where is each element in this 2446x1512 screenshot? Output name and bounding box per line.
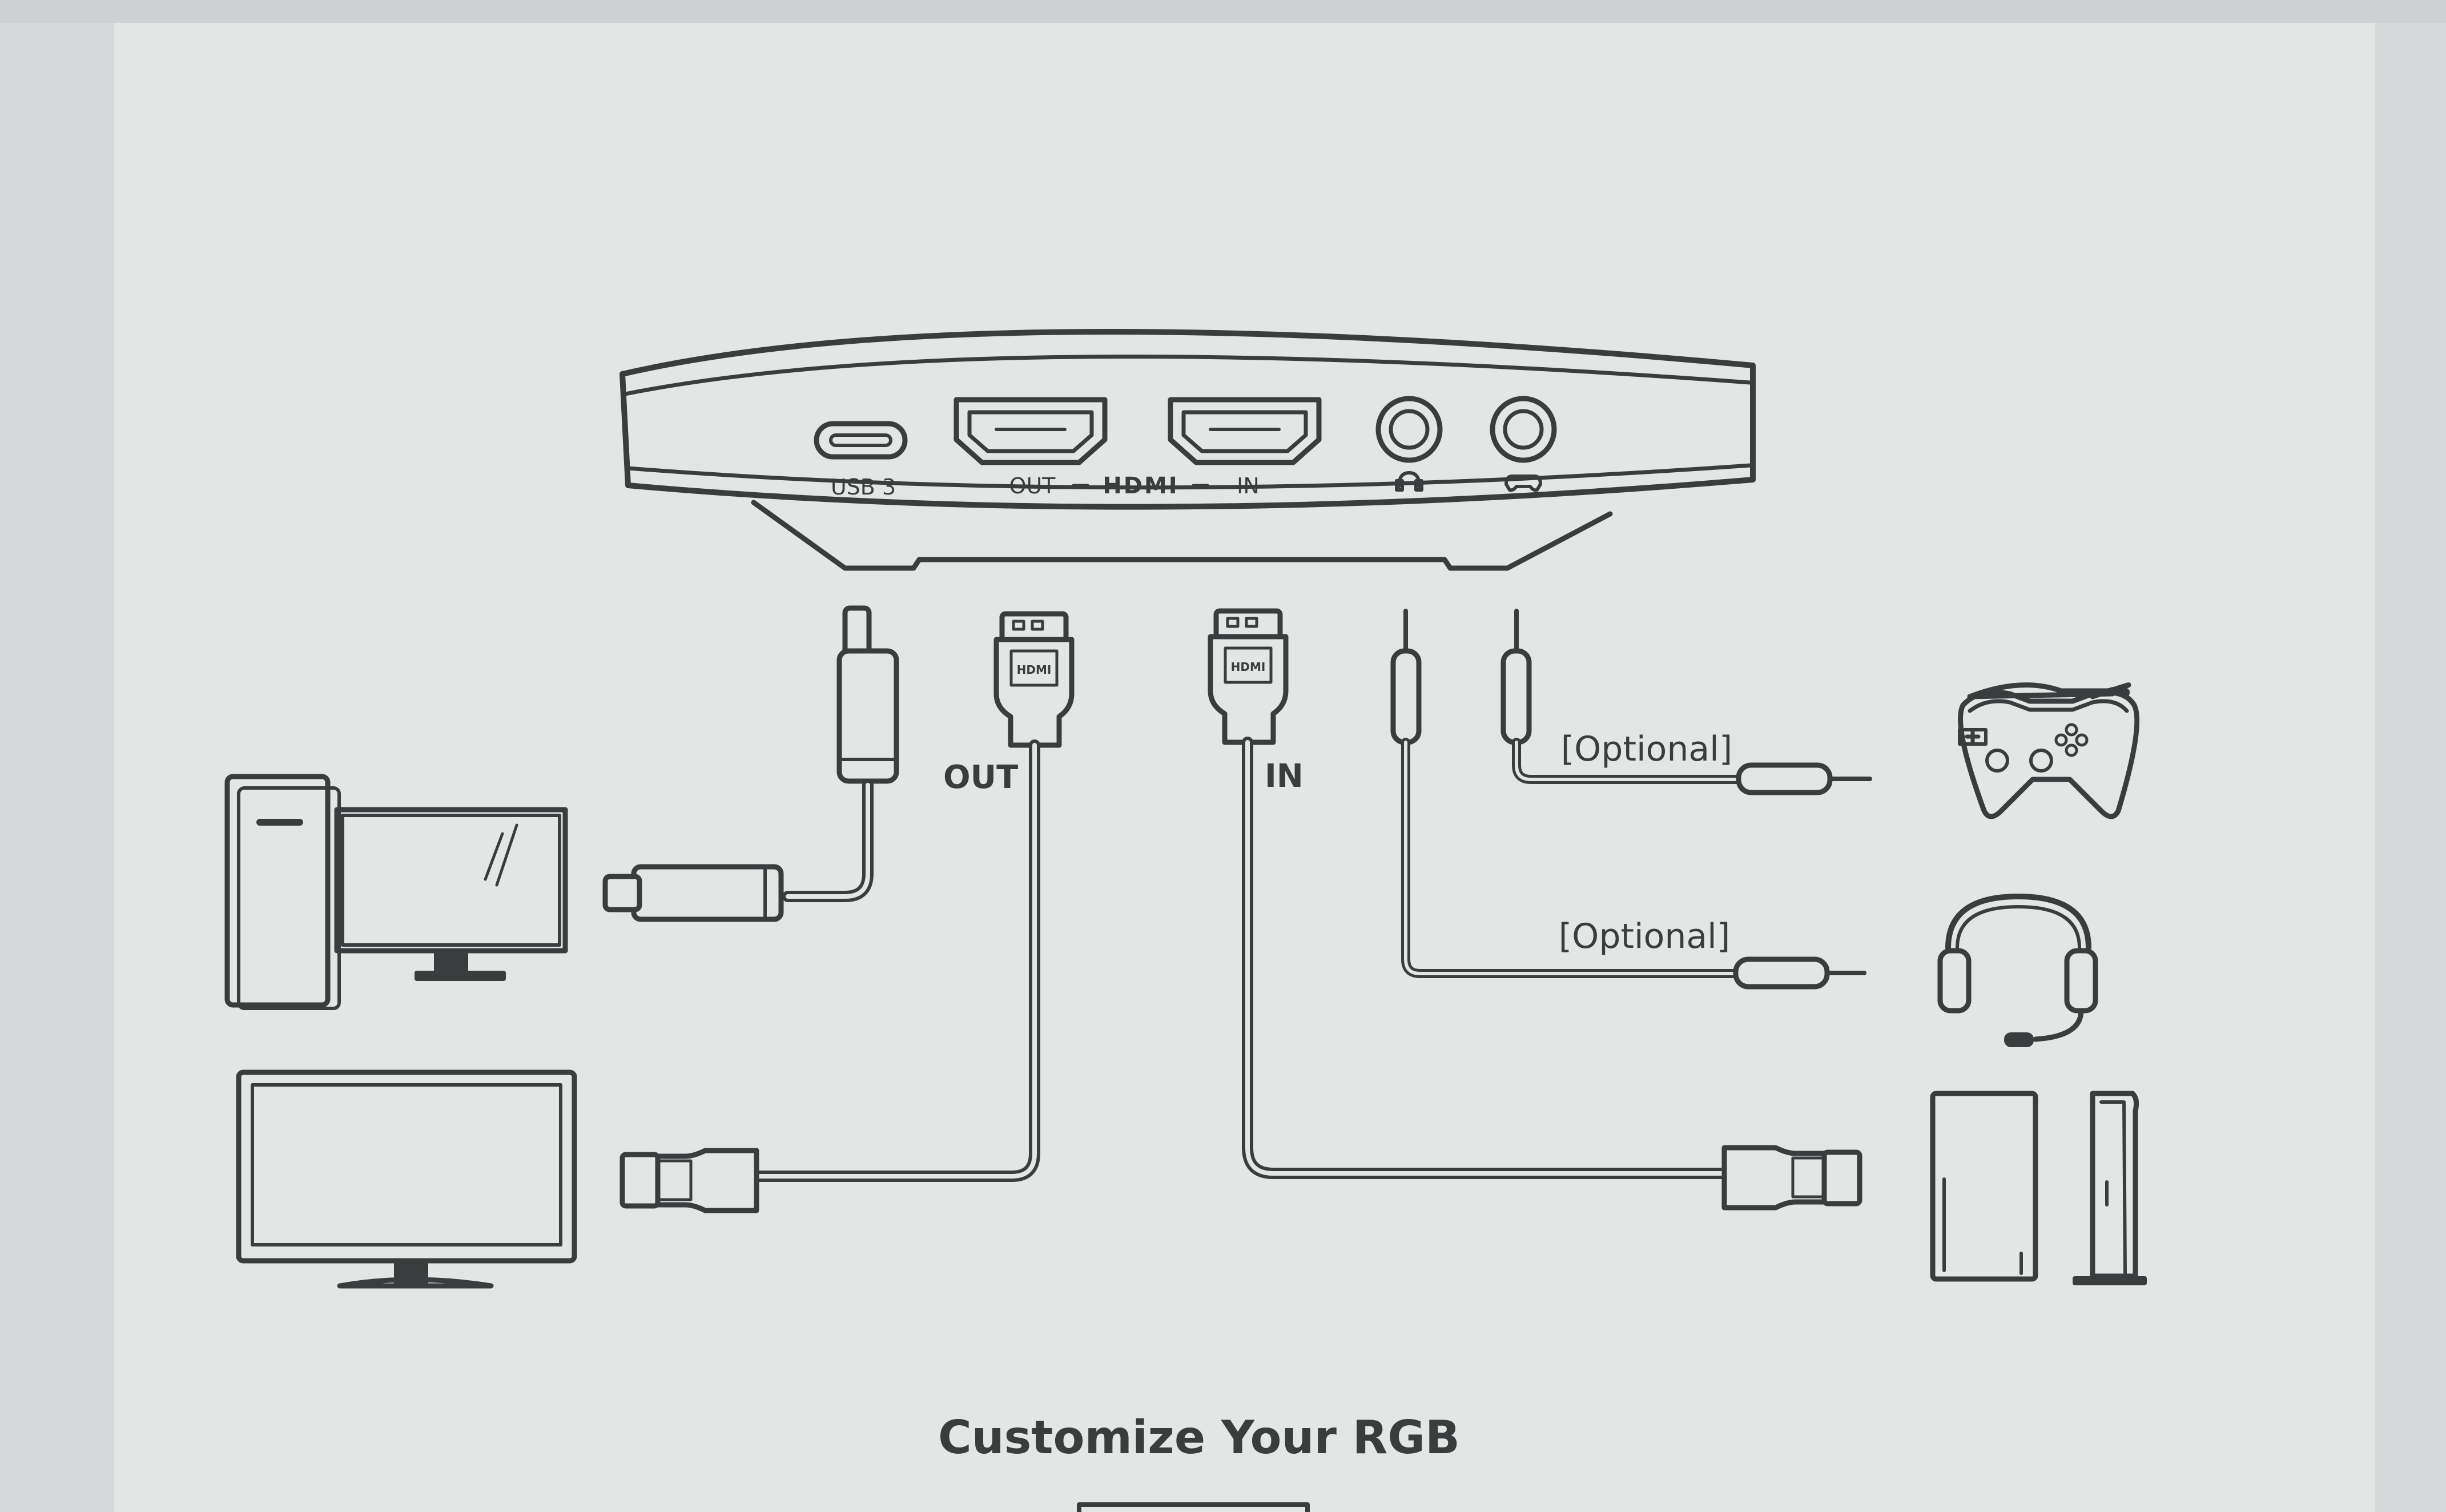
customize-rgb-heading: Customize Your RGB	[938, 1411, 1460, 1464]
out-port-label: OUT	[1009, 473, 1056, 498]
headset-icon	[1395, 471, 1423, 492]
console-xbox-icon	[1930, 1091, 2038, 1282]
game-controller-icon	[1958, 682, 2140, 819]
usb-port-label: USB 3	[831, 474, 896, 500]
controller-icon	[1504, 474, 1542, 492]
optional-controller-label: [Optional]	[1561, 729, 1733, 769]
hdmi-out-cable-label: OUT	[943, 759, 1018, 796]
console-playstation-icon	[2073, 1091, 2147, 1285]
hdmi-out-port	[954, 397, 1108, 465]
hdmi-in-cable-label: IN	[1265, 758, 1304, 795]
headset-audio-cable: [Optional]	[1390, 609, 1866, 990]
optional-headset-label: [Optional]	[1559, 916, 1731, 956]
hdmi-in-port	[1168, 397, 1322, 465]
hdmi-logo: HDMI	[1103, 473, 1178, 499]
usb-cable	[602, 605, 899, 922]
pc-icon	[224, 774, 568, 1010]
in-port-label: IN	[1237, 473, 1260, 498]
controller-audio-cable: [Optional]	[1500, 609, 1872, 795]
hdmi-out-cable: HDMI OUT	[619, 611, 1075, 1213]
hdmi-out-plug-logo: HDMI	[1017, 663, 1052, 677]
hdmi-in-cable: HDMI IN	[1208, 608, 1862, 1211]
headset-jack	[1375, 396, 1443, 463]
hdmi-in-plug-logo: HDMI	[1231, 660, 1266, 674]
controller-jack	[1490, 396, 1557, 463]
top-edge	[0, 0, 2446, 23]
usb-c-port	[814, 421, 908, 460]
tv-icon	[236, 1069, 577, 1289]
capture-device: USB 3 OUT HDMI IN	[619, 329, 1756, 571]
headset-icon-large	[1937, 894, 2098, 1047]
